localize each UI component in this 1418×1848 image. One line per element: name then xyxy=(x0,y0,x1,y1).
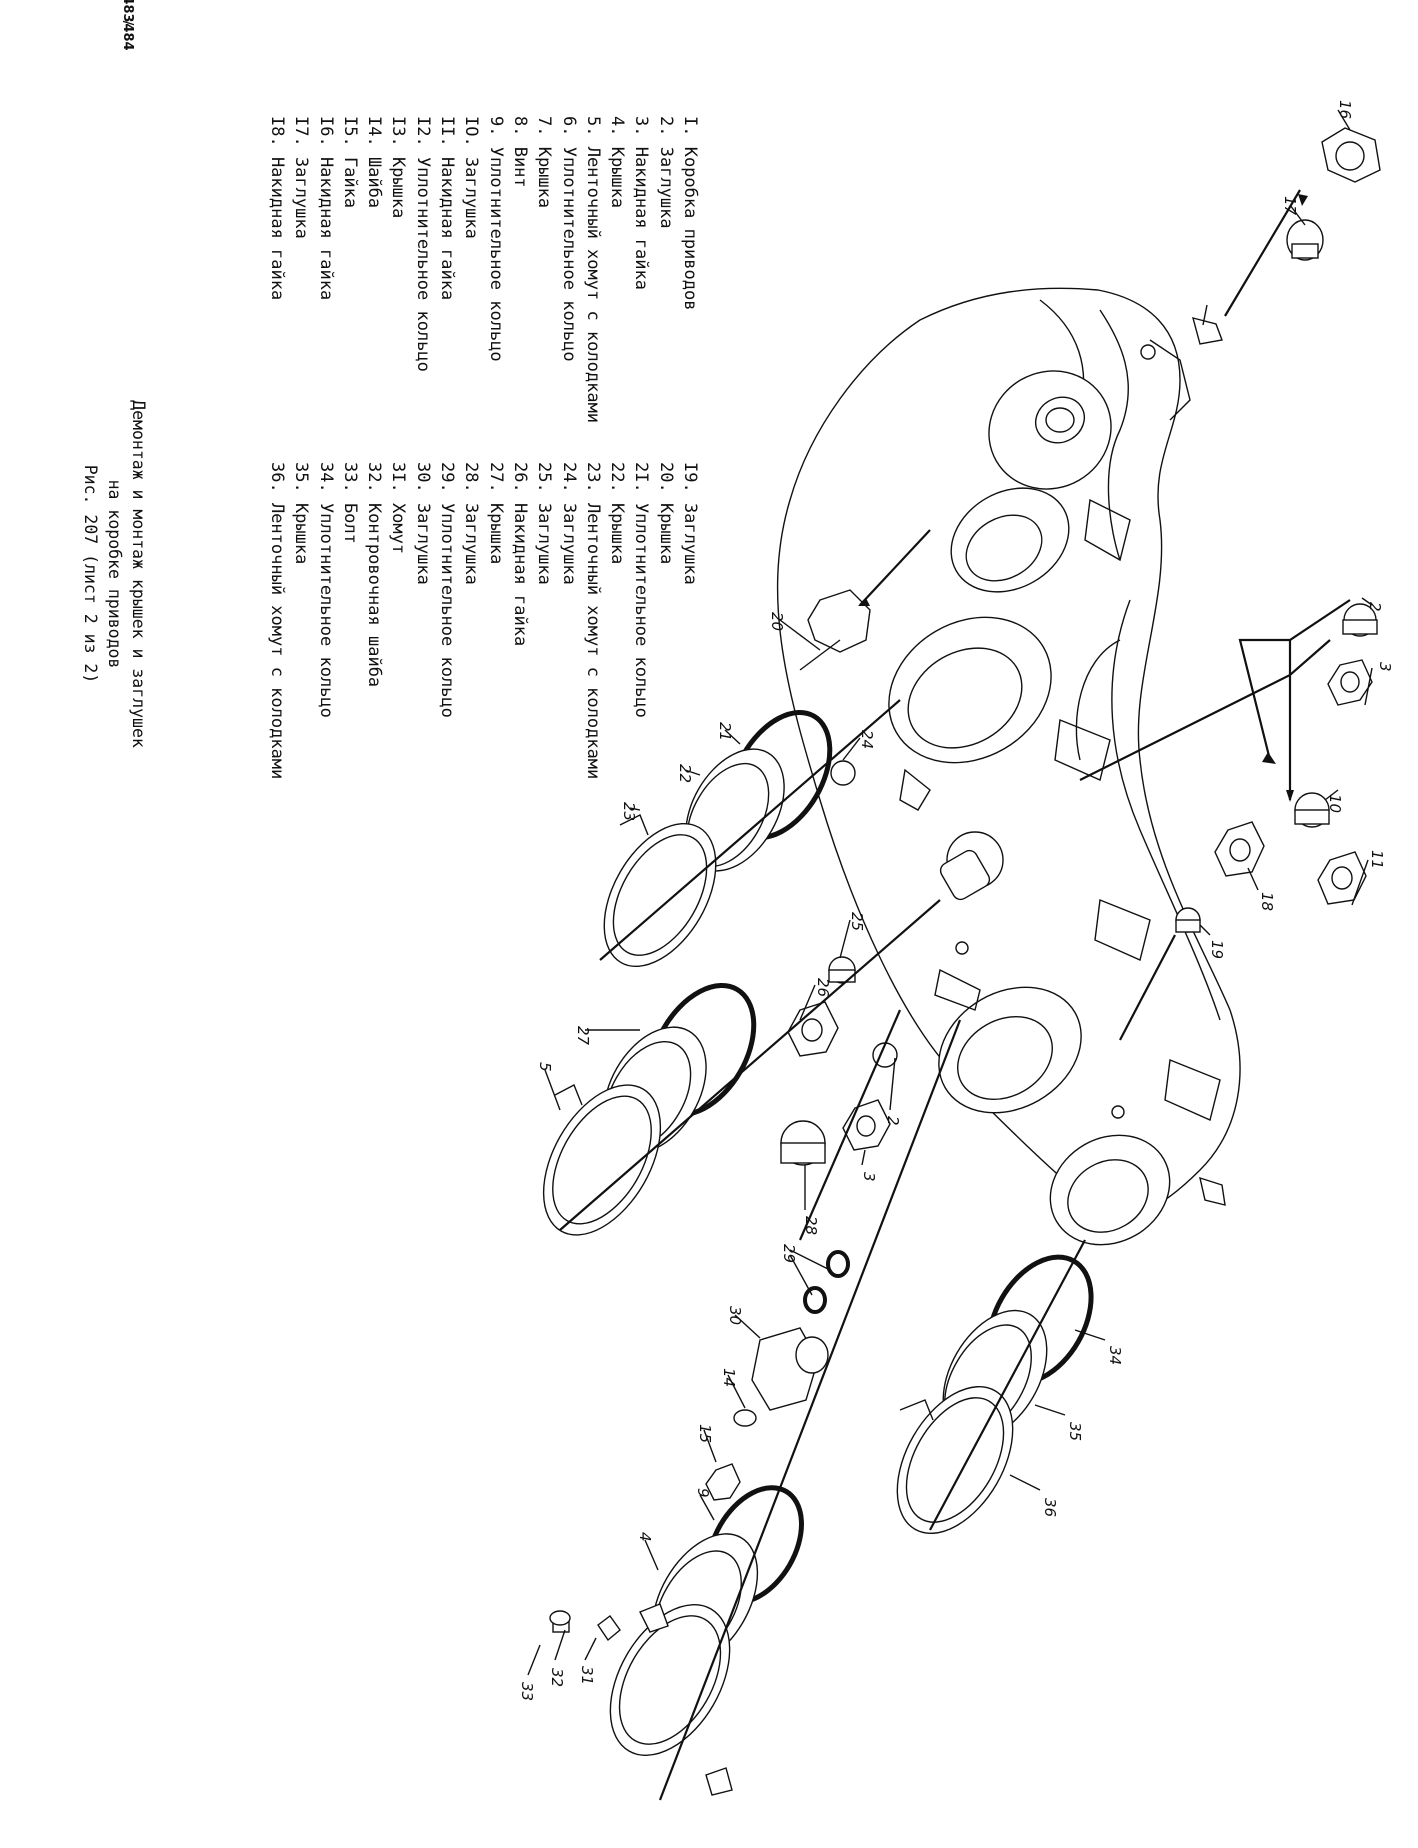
callout-24: 24 xyxy=(858,730,876,749)
callout-35: 35 xyxy=(1066,1422,1084,1441)
callout-18: 18 xyxy=(1258,892,1276,911)
callout-20: 20 xyxy=(768,612,786,631)
callout-28: 28 xyxy=(802,1216,820,1235)
callout-leaders xyxy=(527,109,1373,1676)
callout-19: 19 xyxy=(1208,940,1226,959)
callout-25: 25 xyxy=(848,912,866,931)
callout-33: 33 xyxy=(518,1682,536,1701)
parts-34-35-36 xyxy=(896,1239,1094,1535)
callout-14: 14 xyxy=(720,1368,738,1387)
callout-labels: 1617231011181920212223242526275282329301… xyxy=(518,100,1394,1701)
callout-2: 2 xyxy=(1366,602,1384,612)
callout-22: 22 xyxy=(676,764,694,783)
callout-32: 32 xyxy=(548,1668,566,1687)
callout-26: 26 xyxy=(814,978,832,997)
parts-2-3-10-11-18-19 xyxy=(1079,599,1378,1041)
callout-31: 31 xyxy=(578,1666,596,1685)
callout-27: 27 xyxy=(574,1026,592,1046)
callout-34: 34 xyxy=(1106,1346,1124,1365)
callout-5: 5 xyxy=(536,1062,554,1072)
callout-9: 9 xyxy=(694,1488,712,1498)
callout-23: 23 xyxy=(620,802,638,821)
callout-11: 11 xyxy=(1368,850,1386,869)
callout-3: 3 xyxy=(1376,662,1394,672)
callout-29: 29 xyxy=(780,1244,798,1263)
housing-flanges xyxy=(888,370,1171,1246)
parts-21-22-23 xyxy=(599,699,901,968)
part-16-17 xyxy=(1224,127,1381,317)
callout-16: 16 xyxy=(1336,100,1354,119)
callout-15: 15 xyxy=(696,1424,714,1443)
parts-25-26-27-5-28-2-3 xyxy=(542,899,941,1241)
parts-29-30-14-15-9-4-31-32-33 xyxy=(549,1019,962,1801)
callout-21: 21 xyxy=(716,722,734,741)
callout-3: 3 xyxy=(860,1172,878,1182)
callout-36: 36 xyxy=(1041,1498,1059,1517)
callout-4: 4 xyxy=(636,1532,654,1542)
callout-2: 2 xyxy=(884,1116,902,1126)
callout-10: 10 xyxy=(1326,794,1344,813)
callout-30: 30 xyxy=(726,1306,744,1325)
callout-17: 17 xyxy=(1281,196,1299,216)
part-20 xyxy=(799,529,931,671)
